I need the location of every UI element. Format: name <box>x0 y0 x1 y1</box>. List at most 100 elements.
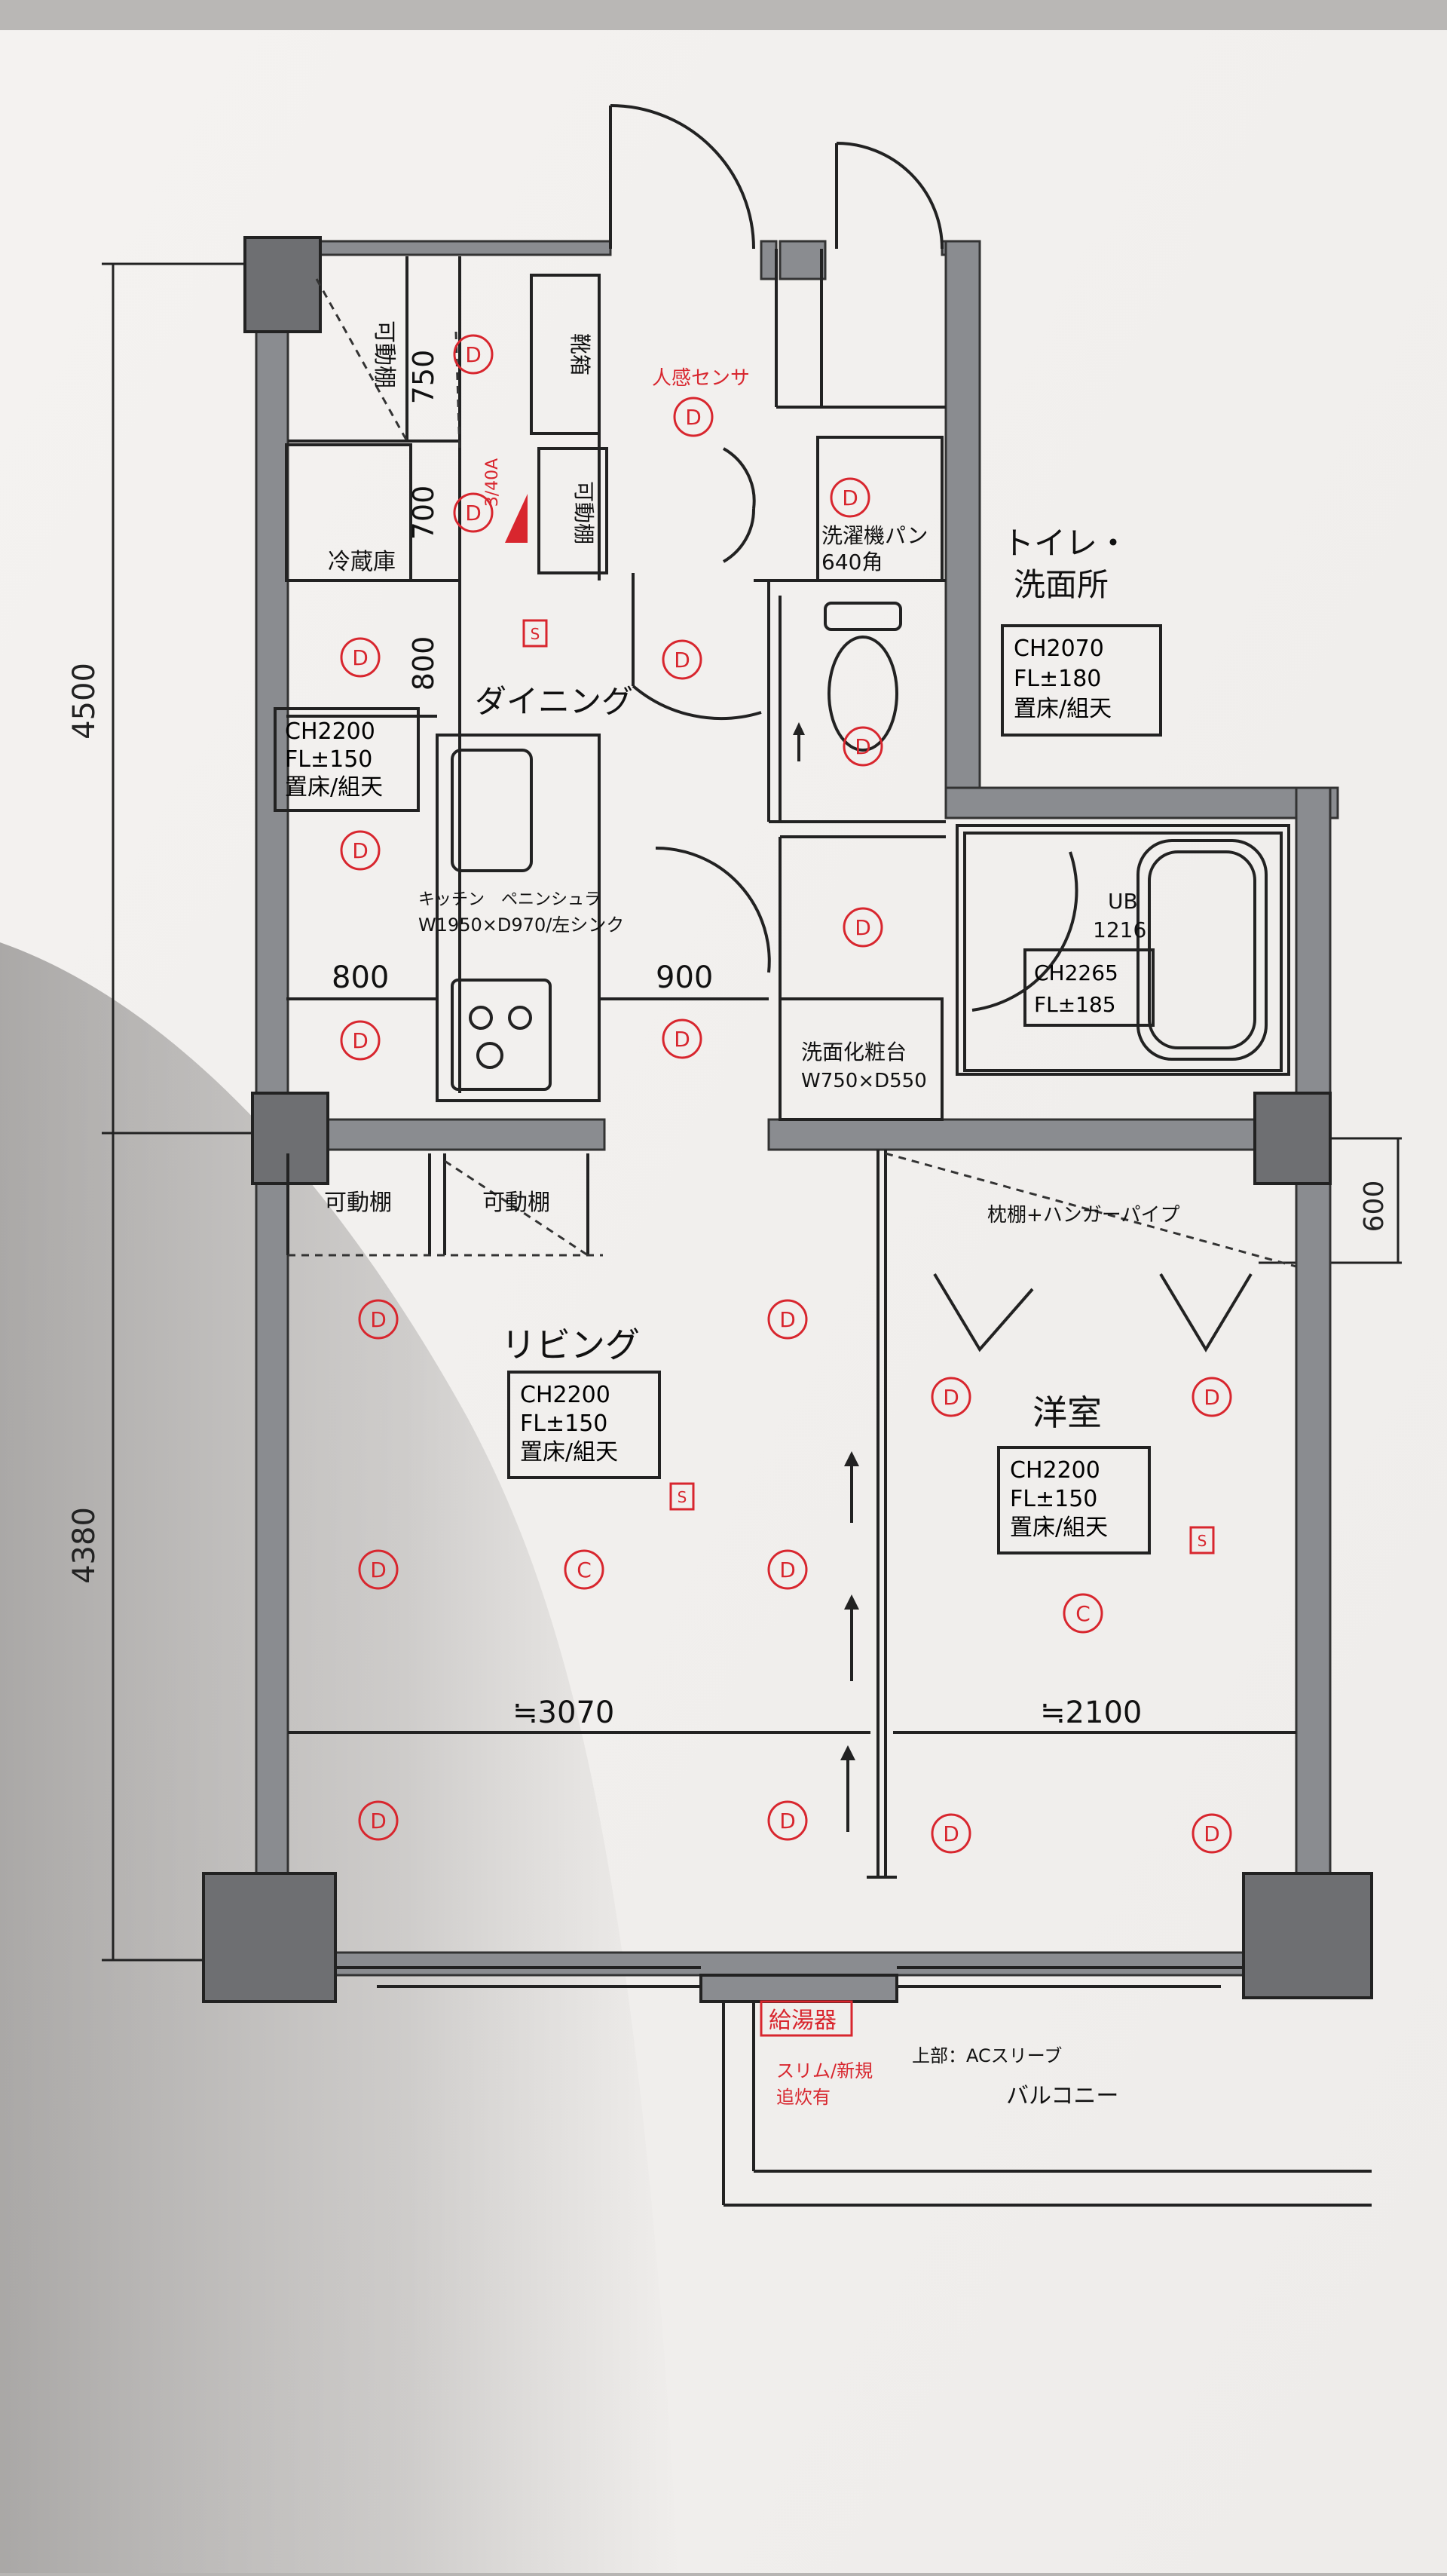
dim-4380: 4380 <box>67 1507 102 1584</box>
dim-600: 600 <box>1359 1181 1390 1233</box>
spec-bedroom-2: FL±150 <box>1010 1486 1097 1512</box>
columns <box>202 236 1373 2003</box>
downlight-icon <box>358 1800 399 1841</box>
label-ub-size: 1216 <box>1093 917 1146 942</box>
downlight-icon <box>931 1813 971 1854</box>
label-washer-2: 640角 <box>821 550 883 574</box>
label-movable-shelf-2: 可動棚 <box>571 481 596 544</box>
dim-3070: ≒3070 <box>512 1695 614 1730</box>
downlight-icon <box>843 726 883 767</box>
light-symbol-letter: D <box>685 405 702 430</box>
downlight-icon <box>767 1299 808 1340</box>
spec-dining-1: CH2200 <box>285 718 375 745</box>
label-toilet-2: 洗面所 <box>1014 566 1109 603</box>
downlight-icon <box>340 1020 381 1061</box>
downlight-icon <box>767 1549 808 1590</box>
label-vanity-1: 洗面化粧台 <box>801 1040 907 1064</box>
spec-living-1: CH2200 <box>520 1382 610 1408</box>
label-dining: ダイニング <box>475 683 633 720</box>
dim-700: 700 <box>407 485 440 541</box>
light-symbol-letter: D <box>855 915 871 940</box>
light-symbol-letter: D <box>370 1307 387 1332</box>
dim-800-vert: 800 <box>407 636 440 691</box>
label-movable-shelf-3: 可動棚 <box>324 1190 392 1216</box>
spec-boxes: CH2200 FL±150 置床/組天 CH2070 FL±180 置床/組天 … <box>274 624 1162 1554</box>
light-symbol-letter: D <box>842 485 858 510</box>
light-symbol-letter: D <box>779 1307 796 1332</box>
downlight-icon <box>662 1018 702 1059</box>
light-symbol-letter: D <box>1204 1821 1220 1846</box>
breaker-icon <box>505 494 528 543</box>
switch-symbol-letter: S <box>678 1488 687 1506</box>
downlight-icon <box>673 397 714 437</box>
spec-toilet-2: FL±180 <box>1014 666 1101 692</box>
spec-bath-1: CH2265 <box>1034 960 1118 985</box>
ceiling-light-icon <box>1063 1593 1103 1634</box>
ceiling-light-icon <box>564 1549 604 1590</box>
spec-dining-3: 置床/組天 <box>285 774 383 801</box>
label-kitchen-2: W1950×D970/左シンク <box>418 914 624 936</box>
downlight-icon <box>1192 1377 1232 1417</box>
downlight-icon <box>931 1377 971 1417</box>
label-shoe-box: 靴箱 <box>567 333 592 375</box>
downlight-icon <box>843 907 883 948</box>
arrowheads <box>793 722 859 1760</box>
spec-box-bedroom <box>997 1446 1151 1554</box>
downlight-icon <box>340 830 381 871</box>
downlight-icon <box>662 639 702 680</box>
label-vanity-2: W750×D550 <box>801 1070 927 1092</box>
switch-icon <box>1189 1526 1215 1554</box>
dim-750: 750 <box>407 350 440 405</box>
spec-toilet-1: CH2070 <box>1014 636 1104 662</box>
spec-bedroom-3: 置床/組天 <box>1010 1515 1108 1541</box>
label-bedroom: 洋室 <box>1032 1392 1102 1433</box>
light-symbol-letter: D <box>352 645 369 670</box>
light-symbol-letter: D <box>855 734 871 759</box>
label-living: リビング <box>501 1325 640 1365</box>
spec-box-bath <box>1023 948 1155 1027</box>
switch-icon <box>522 619 548 648</box>
spec-bedroom-1: CH2200 <box>1010 1457 1100 1484</box>
spec-toilet-3: 置床/組天 <box>1014 696 1112 722</box>
label-heater-1: スリム/新規 <box>776 2060 873 2081</box>
labels: 750 700 800 可動棚 靴箱 可動棚 3/40A 人感センサ 冷蔵庫 ダ… <box>324 320 1180 2109</box>
light-symbol-letter: D <box>370 1558 387 1582</box>
light-symbol-letter: D <box>352 838 369 863</box>
spec-box-living <box>507 1371 661 1479</box>
label-sensor: 人感センサ <box>652 367 750 390</box>
dashed-lines <box>288 278 1297 1268</box>
label-water-heater: 給湯器 <box>769 2008 837 2034</box>
light-symbol-letter: D <box>1204 1385 1220 1410</box>
label-closet-rod: 枕棚+ハンガーパイプ <box>987 1204 1180 1227</box>
light-symbol-letter: D <box>352 1028 369 1053</box>
light-symbol-letter: D <box>779 1809 796 1833</box>
label-washer-1: 洗濯機パン <box>821 523 928 548</box>
label-fridge: 冷蔵庫 <box>328 549 396 575</box>
downlight-icon <box>358 1299 399 1340</box>
switch-symbol-letter: S <box>531 625 540 643</box>
interior-lines <box>285 106 1372 2207</box>
light-symbol-letter: D <box>674 648 690 672</box>
label-ac-sleeve: 上部：ACスリーブ <box>912 2045 1062 2066</box>
light-symbol-letter: C <box>577 1558 592 1582</box>
downlight-icon <box>340 637 381 678</box>
water-heater-box <box>760 2000 853 2037</box>
label-balcony: バルコニー <box>1006 2083 1118 2109</box>
label-toilet-1: トイレ・ <box>1002 525 1129 562</box>
switch-icon <box>669 1482 695 1511</box>
light-symbol-letter: D <box>943 1821 959 1846</box>
label-heater-2: 追炊有 <box>776 2087 831 2108</box>
downlight-icon <box>453 492 494 533</box>
downlight-icon <box>767 1800 808 1841</box>
label-kitchen-1: キッチン ペニンシュラ <box>418 890 601 909</box>
walls <box>255 240 1339 1977</box>
dim-2100: ≒2100 <box>1040 1695 1142 1730</box>
spec-dining-2: FL±150 <box>285 746 372 773</box>
label-movable-shelf-top: 可動棚 <box>371 320 397 388</box>
light-symbol-letter: D <box>465 501 482 525</box>
dim-800-horiz: 800 <box>332 960 389 995</box>
dim-4500: 4500 <box>67 663 102 740</box>
